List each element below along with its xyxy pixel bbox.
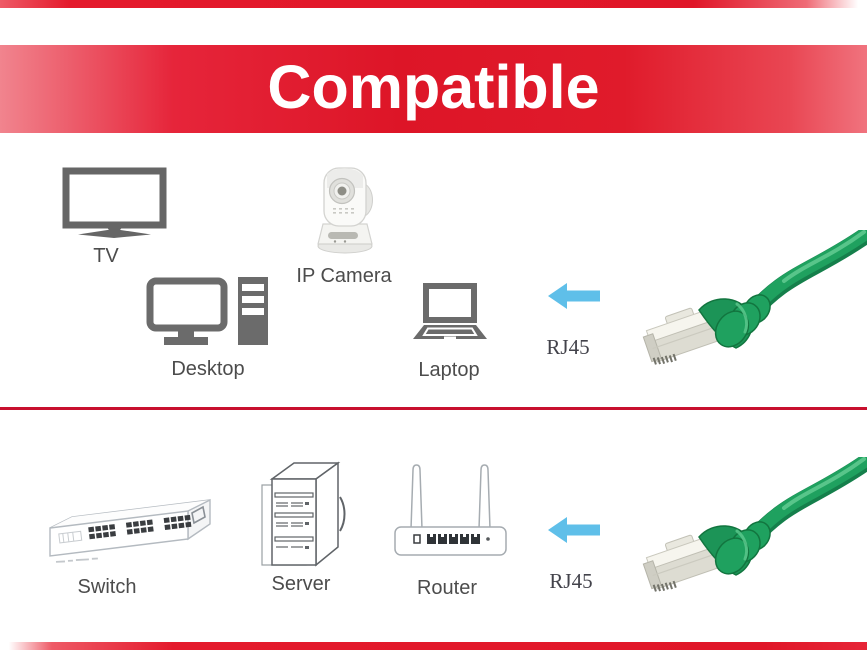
rj45-label-top: RJ45 bbox=[546, 335, 590, 359]
device-label-laptop: Laptop bbox=[418, 359, 480, 381]
section-divider bbox=[0, 407, 867, 410]
laptop-icon bbox=[413, 283, 487, 339]
desktop-icon bbox=[146, 277, 268, 345]
rj45-cable-icon bbox=[617, 457, 867, 625]
compatible-banner: Compatible bbox=[0, 45, 867, 133]
device-label-desktop: Desktop bbox=[171, 358, 245, 380]
ip-camera-icon bbox=[317, 167, 373, 254]
rj45-cable-icon bbox=[617, 230, 867, 398]
device-label-router: Router bbox=[416, 577, 478, 599]
arrow-left-icon bbox=[548, 517, 600, 543]
top-red-strip bbox=[0, 0, 867, 8]
router-icon bbox=[394, 464, 507, 556]
rj45-label-bottom: RJ45 bbox=[549, 569, 593, 593]
arrow-left-icon bbox=[548, 283, 600, 309]
device-label-tv: TV bbox=[93, 245, 119, 267]
banner-title: Compatible bbox=[267, 52, 600, 121]
device-label-switch: Switch bbox=[77, 576, 137, 598]
tv-icon bbox=[62, 167, 167, 238]
device-label-server: Server bbox=[271, 573, 331, 595]
device-label-ip-camera: IP Camera bbox=[296, 265, 392, 287]
switch-icon bbox=[49, 498, 211, 563]
server-icon bbox=[261, 461, 346, 567]
bottom-red-strip bbox=[0, 642, 867, 650]
